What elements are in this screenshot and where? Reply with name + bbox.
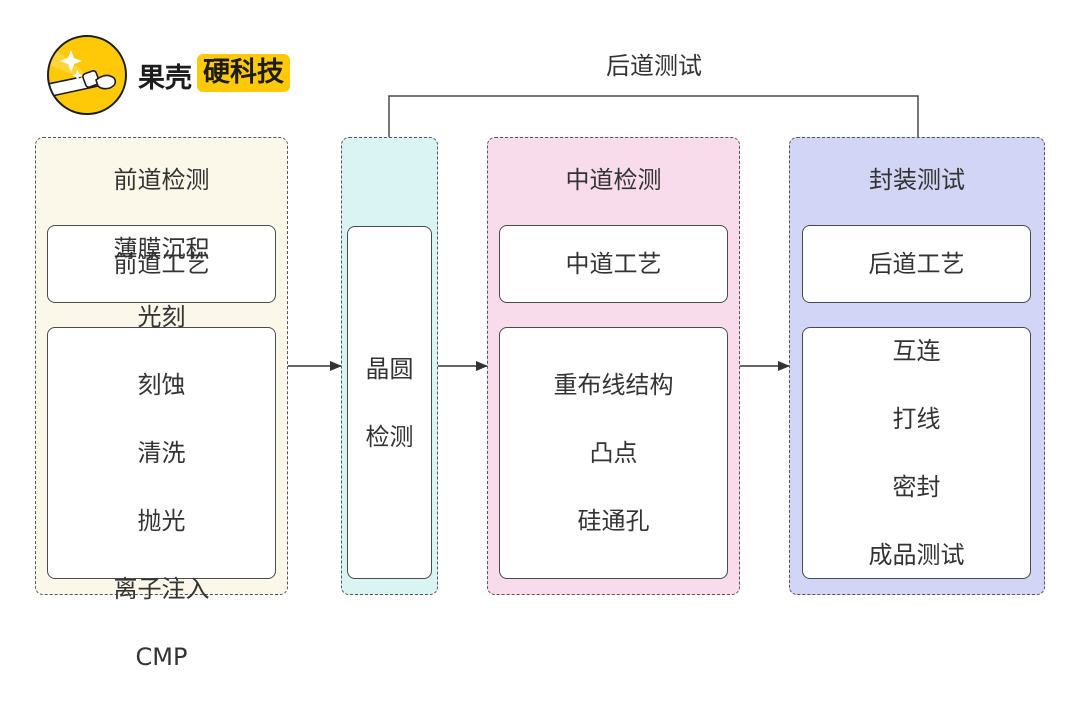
step: 打线 — [892, 405, 941, 433]
steps-list: 薄膜沉积 光刻 刻蚀 清洗 抛光 离子注入 CMP — [114, 198, 210, 708]
group-title: 前道检测 — [113, 166, 210, 194]
step: 凸点 — [589, 439, 638, 467]
step: 离子注入 — [113, 575, 210, 603]
group-title: 封装测试 — [869, 166, 965, 194]
process-box-back: 后道工艺 — [802, 225, 1031, 303]
step: 硅通孔 — [577, 507, 650, 535]
step: 重布线结构 — [553, 371, 674, 399]
step: 晶圆 — [365, 354, 414, 383]
step: CMP — [135, 643, 188, 671]
step: 刻蚀 — [137, 371, 186, 399]
steps-box-front: 薄膜沉积 光刻 刻蚀 清洗 抛光 离子注入 CMP — [47, 235, 276, 671]
step: 互连 — [892, 337, 941, 365]
group-wafer-inspection: 晶圆 检测 — [341, 137, 438, 595]
step: 清洗 — [137, 439, 186, 467]
step: 检测 — [365, 422, 414, 451]
steps-box-package: 互连 打线 密封 成品测试 — [802, 327, 1031, 579]
flashlight-hand-icon — [47, 35, 127, 115]
steps-list: 重布线结构 凸点 硅通孔 — [554, 334, 674, 572]
step: 成品测试 — [868, 541, 965, 569]
logo-brand: 果壳 — [138, 63, 192, 94]
process-box-front: 前道工艺 — [47, 225, 276, 303]
wafer-inspection-box: 晶圆 检测 — [347, 226, 432, 579]
step: 薄膜沉积 — [113, 235, 210, 263]
steps-list: 互连 打线 密封 成品测试 — [869, 300, 965, 606]
step: 密封 — [892, 473, 941, 501]
process-label: 前道工艺 — [113, 250, 210, 278]
process-label: 中道工艺 — [565, 250, 662, 278]
group-front-inspection: 前道检测 前道工艺 薄膜沉积 光刻 刻蚀 清洗 抛光 离子注入 CMP — [35, 137, 288, 671]
steps-list: 晶圆 检测 — [366, 318, 414, 488]
step: 光刻 — [137, 303, 186, 331]
step: 抛光 — [137, 507, 186, 535]
logo: 果壳 硬科技 — [46, 34, 296, 115]
group-middle-inspection: 中道检测 中道工艺 重布线结构 凸点 硅通孔 — [487, 137, 740, 595]
group-title: 中道检测 — [565, 166, 662, 194]
back-end-test-connector — [388, 95, 919, 137]
group-package-test: 封装测试 后道工艺 互连 打线 密封 成品测试 — [789, 137, 1045, 595]
connector-lines — [288, 95, 919, 371]
process-label: 后道工艺 — [868, 250, 965, 278]
steps-box-middle: 重布线结构 凸点 硅通孔 — [499, 327, 728, 579]
logo-badge: 硬科技 — [197, 54, 290, 92]
process-box-middle: 中道工艺 — [499, 225, 728, 303]
connector-label: 后道测试 — [606, 52, 702, 80]
